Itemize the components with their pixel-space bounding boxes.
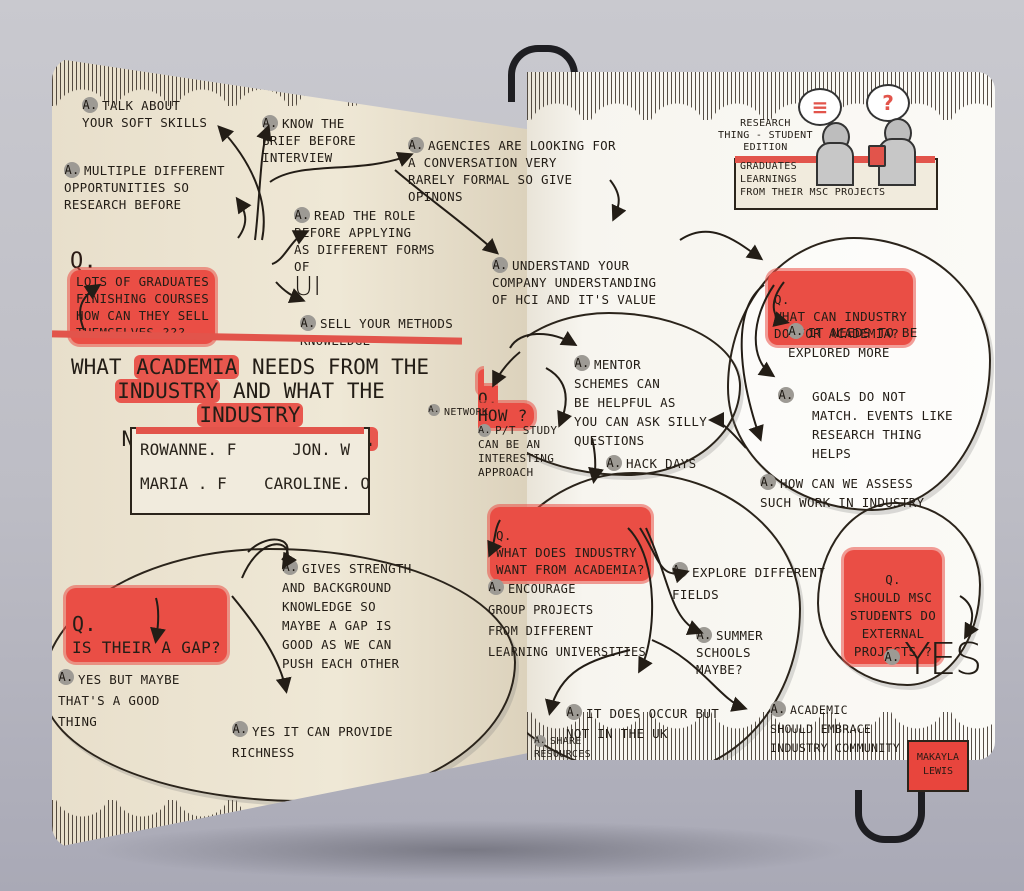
answer-marker: A. (428, 404, 440, 416)
answer-marker: A. (672, 562, 688, 578)
answer-yes-text: YES (904, 634, 983, 685)
answer-marker: A. (884, 649, 900, 665)
answer-marker: A. (232, 721, 248, 737)
answer-soft-skills: A.TALK ABOUT YOUR SOFT SKILLS (82, 97, 208, 130)
question-how-text: HOW ? (478, 406, 528, 425)
answer-pt-study: A.P/T STUDY CAN BE AN INTERESTING APPROA… (478, 424, 558, 479)
answer-assess-work: A.HOW CAN WE ASSESS SUCH WORK IN INDUSTR… (760, 474, 925, 510)
answer-marker: A. (262, 115, 278, 131)
question-industry-wants-text: WHAT DOES INDUSTRY WANT FROM ACADEMIA? (496, 545, 645, 577)
answer-marker: A. (566, 704, 582, 720)
answer-multiple-opportunities: A.MULTIPLE DIFFERENT OPPORTUNITIES SO RE… (64, 162, 225, 212)
answer-explored-more: A.IT NEEDS TO BE EXPLORED MORE (788, 323, 918, 360)
answer-encourage-group: A.ENCOURAGE GROUP PROJECTS FROM DIFFEREN… (488, 579, 647, 659)
answer-summer-schools: A.SUMMER SCHOOLS MAYBE? (696, 627, 763, 677)
person-figure-body-left (816, 142, 854, 186)
answer-marker: A. (64, 162, 80, 178)
question-marker: Q. (885, 572, 901, 587)
elastic-strap-bottom (855, 790, 925, 843)
title-line-2: INDUSTRY AND WHAT THE INDUSTRY (115, 379, 385, 427)
subtitle-text: GRADUATES LEARNINGS FROM THEIR MSC PROJE… (740, 161, 886, 198)
answer-marker: A. (282, 559, 298, 575)
question-external-projects: Q. SHOULD MSC STUDENTS DO EXTERNAL PROJE… (844, 532, 943, 664)
answer-understand-company: A.UNDERSTAND YOUR COMPANY UNDERSTANDING … (492, 257, 657, 307)
speech-bubble-lines-icon: ≡ (798, 88, 842, 126)
answer-marker: A. (696, 627, 712, 643)
question-marker: Q. (70, 249, 98, 274)
artist-signature: MAKAYLA LEWIS (907, 740, 969, 792)
answer-hack-days: A.HACK DAYS (606, 455, 697, 471)
speaker-name: MARIA . F (140, 474, 227, 493)
answer-marker: A. (488, 579, 504, 595)
hatched-cloud-border-top-right (527, 72, 995, 120)
notebook-shadow (90, 820, 850, 880)
answer-marker: A. (478, 424, 491, 437)
answer-agencies: A.AGENCIES ARE LOOKING FOR A CONVERSATIO… (408, 137, 616, 204)
answer-marker: A. (574, 355, 590, 371)
title-line-1: WHAT ACADEMIA NEEDS FROM THE (70, 355, 430, 379)
answer-academic-embrace: A.ACADEMIC SHOULD EMBRACE INDUSTRY COMMU… (770, 701, 901, 755)
answer-richness: A.YES IT CAN PROVIDE RICHNESS (232, 721, 393, 760)
answer-marker: A. (606, 455, 622, 471)
speaker-name: ROWANNE. F (140, 440, 237, 459)
answer-gives-strength: A.GIVES STRENGTH AND BACKGROUND KNOWLEDG… (282, 559, 412, 671)
answer-marker: A. (770, 701, 786, 717)
question-gap-text: IS THEIR A GAP? (72, 638, 221, 657)
question-marker: Q. (72, 612, 97, 636)
question-how: Q. HOW ? (478, 356, 534, 441)
answer-marker: A. (294, 207, 310, 223)
answer-yes: A.YES (884, 620, 983, 685)
speaker-name: JON. W (292, 440, 350, 459)
speakers-ribbon (130, 427, 370, 515)
speech-bubble-question-icon: ? (866, 84, 910, 122)
speaker-name: CAROLINE. O (264, 474, 370, 493)
event-name: RESEARCH THING - STUDENT EDITION (718, 118, 813, 153)
tablet-icon (868, 145, 886, 167)
answer-marker: A. (788, 323, 804, 339)
question-industry-wants: Q. WHAT DOES INDUSTRY WANT FROM ACADEMIA… (490, 490, 651, 581)
answer-goals-do-not-match: A.GOALS DO NOT MATCH. EVENTS LIKE RESEAR… (778, 387, 953, 461)
answer-marker: A. (760, 474, 776, 490)
answer-read-role: A.READ THE ROLE BEFORE APPLYING AS DIFFE… (294, 207, 435, 302)
answer-network: A.NETWORK (428, 404, 489, 418)
answer-marker: A. (300, 315, 316, 331)
answer-know-brief: A.KNOW THE BRIEF BEFORE INTERVIEW (262, 115, 356, 165)
answer-marker: A. (778, 387, 794, 403)
answer-yes-but-maybe: A.YES BUT MAYBE THAT'S A GOOD THING (58, 669, 180, 729)
answer-marker: A. (492, 257, 508, 273)
question-gap: Q. IS THEIR A GAP? (66, 566, 227, 662)
speakers-ribbon-stripe (136, 427, 364, 434)
cloud-outline-external-projects (817, 502, 981, 686)
answer-mentor-schemes: A.MENTOR SCHEMES CAN BE HELPFUL AS YOU C… (574, 355, 708, 448)
answer-share-resources: A.SHARE RESOURCES (534, 735, 591, 760)
answer-marker: A. (408, 137, 424, 153)
answer-marker: A. (82, 97, 98, 113)
answer-marker: A. (58, 669, 74, 685)
question-sell-themselves: Q. LOTS OF GRADUATES FINISHING COURSES H… (70, 236, 216, 344)
speakers-list: ROWANNE. F JON. W MARIA . F CAROLINE. O (140, 433, 370, 501)
question-marker: Q. (496, 528, 512, 543)
answer-marker: A. (534, 735, 546, 747)
answer-explore-fields: A.EXPLORE DIFFERENT FIELDS (672, 562, 826, 602)
question-external-projects-text: SHOULD MSC STUDENTS DO EXTERNAL PROJECTS… (850, 590, 937, 659)
